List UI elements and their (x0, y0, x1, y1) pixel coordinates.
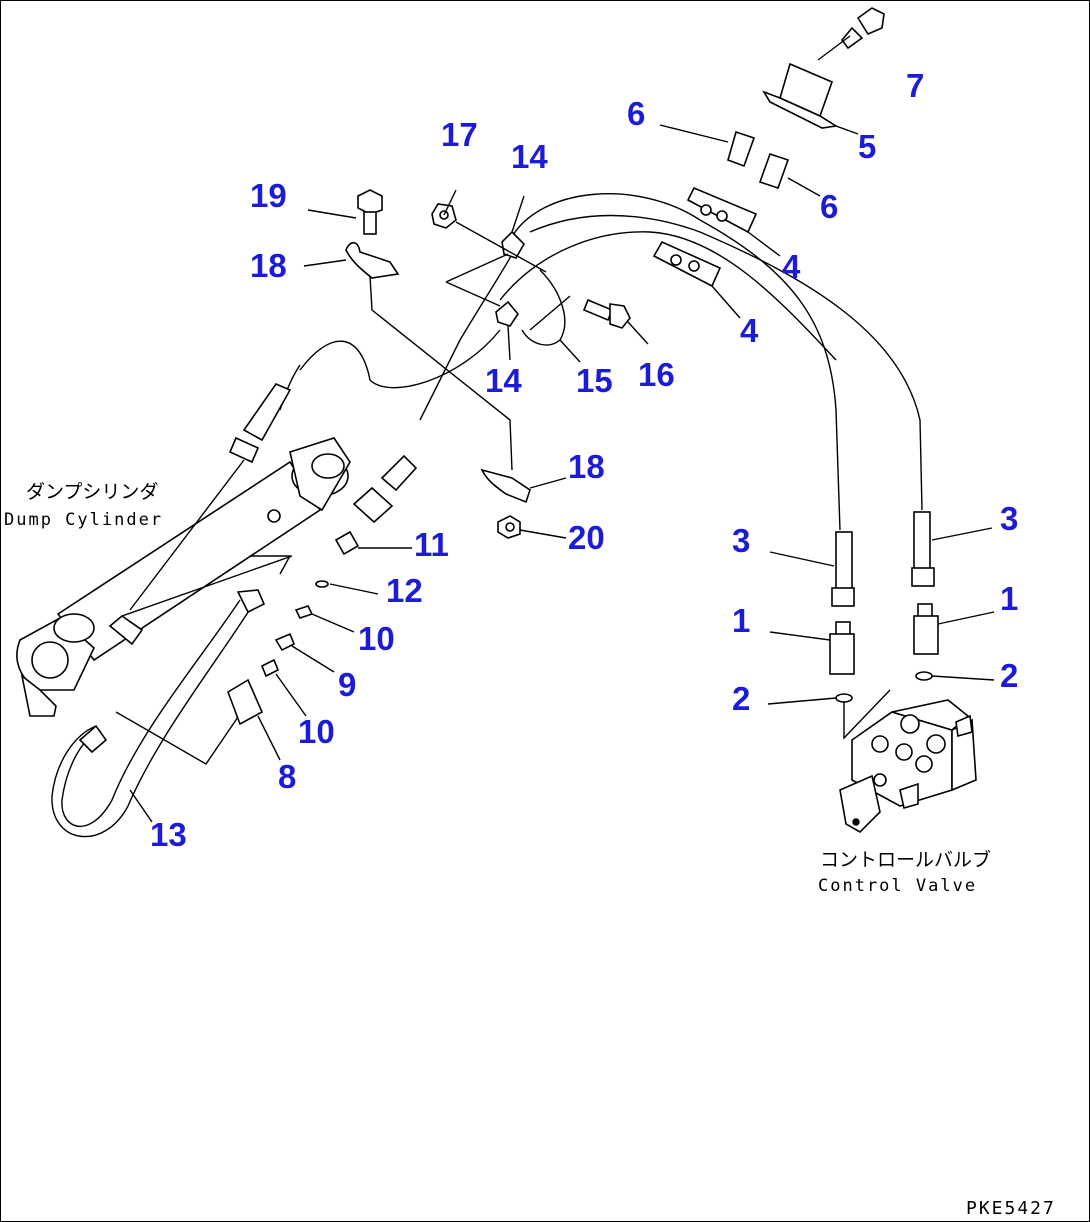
part-12-oring (315, 580, 379, 595)
callout-14: 14 (485, 362, 522, 399)
part-19-bolt (307, 189, 383, 235)
callout-8: 8 (278, 758, 296, 795)
callout-7: 7 (906, 67, 924, 104)
callout-3: 3 (732, 522, 750, 559)
part-11-fitting (334, 530, 412, 556)
callout-20: 20 (568, 519, 605, 556)
part-6-pad-a (659, 124, 756, 168)
callout-17: 17 (441, 116, 478, 153)
cylinder-hose-fitting (352, 454, 418, 524)
part-18-clamp-b (480, 468, 567, 504)
part-13-hose (51, 555, 292, 838)
callout-6: 6 (627, 95, 645, 132)
part-14-clamp-a (445, 195, 547, 307)
callout-2: 2 (1000, 657, 1018, 694)
callout-19: 19 (250, 177, 287, 214)
callout-2: 2 (732, 680, 750, 717)
part-7-bolt (817, 7, 885, 61)
part-1-adapter-b (913, 603, 995, 655)
part-2-oring-b (915, 671, 995, 681)
callout-10: 10 (298, 713, 335, 750)
control-valve (839, 689, 977, 833)
control-valve-label-jp: コントロールバルブ (820, 848, 991, 871)
callout-4: 4 (740, 312, 759, 349)
part-17-nut (431, 189, 457, 229)
callout-11: 11 (414, 526, 449, 563)
part-15-spring (521, 269, 581, 363)
callout-15: 15 (576, 362, 613, 399)
drawing-code: PKE5427 (966, 1198, 1056, 1219)
dump-cylinder-label-en: Dump Cylinder (4, 510, 163, 530)
callout-10: 10 (358, 620, 395, 657)
callout-13: 13 (150, 816, 187, 853)
control-valve-label-en: Control Valve (818, 876, 977, 896)
part-6-pad-b (758, 152, 821, 197)
part-20-nut (497, 515, 567, 539)
callout-3: 3 (1000, 500, 1018, 537)
callout-6: 6 (820, 188, 838, 225)
callout-4: 4 (782, 248, 801, 285)
callout-16: 16 (638, 356, 675, 393)
part-16-bolt (582, 298, 649, 345)
part-9-fitting (274, 632, 335, 673)
part-4-clamp-a (686, 186, 781, 257)
callout-14: 14 (511, 138, 548, 175)
part-2-oring-a (767, 693, 853, 705)
part-3-hose-end-a (769, 531, 855, 607)
dump-cylinder (16, 383, 351, 717)
callout-1: 1 (732, 602, 750, 639)
part-5-bracket (762, 62, 859, 135)
callout-12: 12 (386, 572, 423, 609)
part-8-cap (227, 678, 281, 761)
callout-18: 18 (250, 247, 287, 284)
part-1-adapter-a (769, 621, 855, 675)
callout-9: 9 (338, 666, 356, 703)
callout-18: 18 (568, 448, 605, 485)
part-14-clamp-b (495, 300, 519, 361)
part-10-plug-b (260, 658, 307, 717)
callout-5: 5 (858, 128, 876, 165)
part-3-hose-end-b (911, 511, 993, 587)
dump-cylinder-label-jp: ダンプシリンダ (26, 481, 158, 503)
part-18-clamp-a (303, 241, 513, 471)
callout-1: 1 (1000, 580, 1018, 617)
part-10-plug-a (294, 605, 355, 633)
part-4-clamp-b (652, 240, 741, 319)
